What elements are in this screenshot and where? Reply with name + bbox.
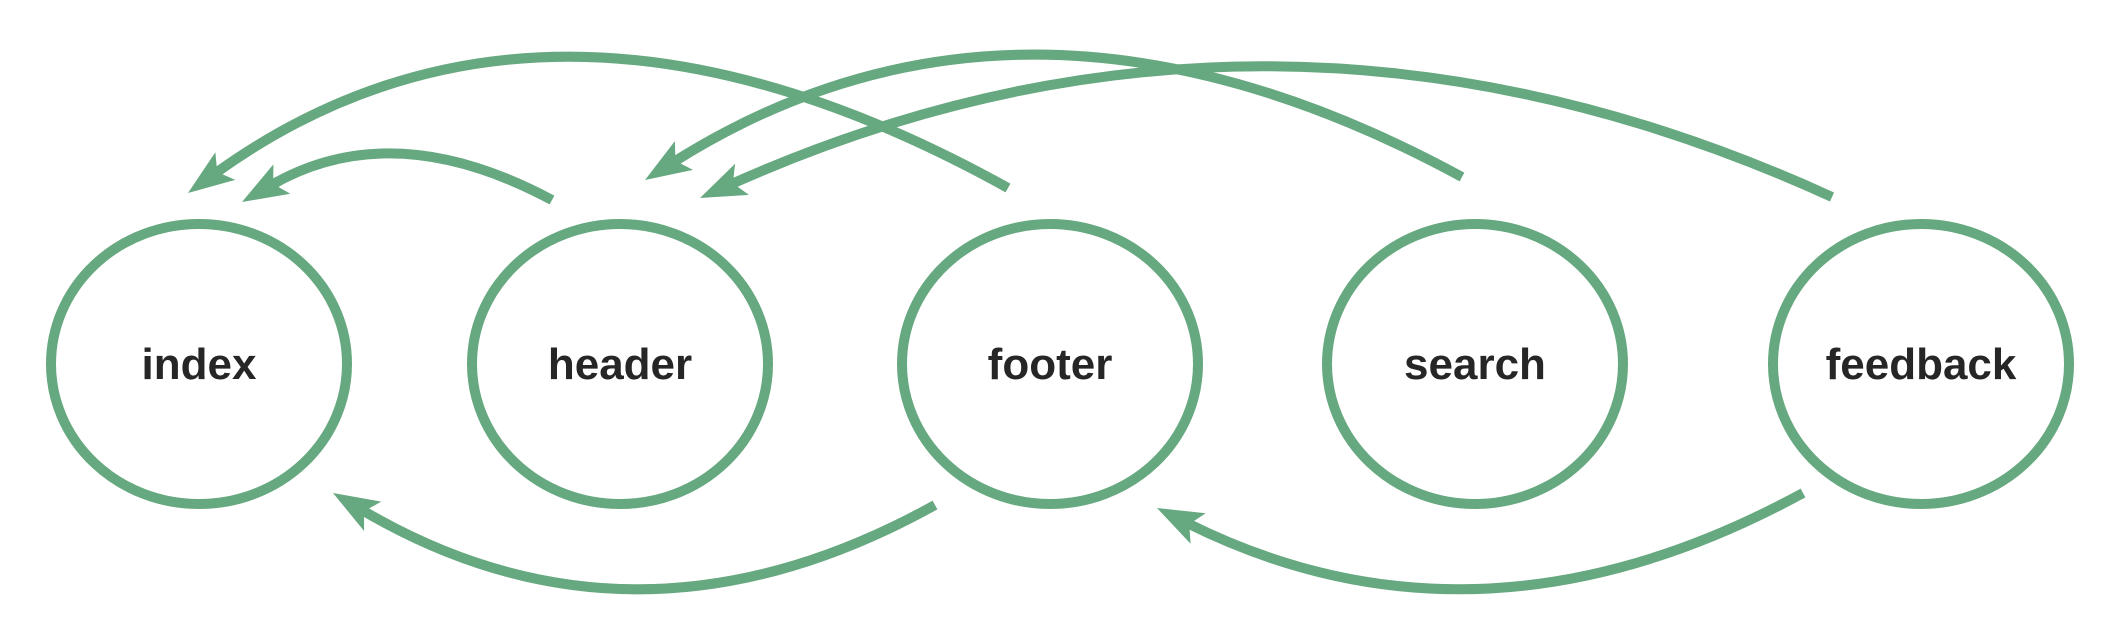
edges-layer xyxy=(188,49,1835,595)
node-label-search: search xyxy=(1404,340,1546,389)
node-circle-search xyxy=(1322,219,1628,509)
arrowhead-edge-footer-to-index-top xyxy=(188,152,236,193)
arrowhead-edge-footer-to-index-bottom xyxy=(333,493,382,531)
edge-search-to-header-top xyxy=(671,49,1465,182)
edge-header-to-index-top xyxy=(269,148,555,205)
nodes-layer: index header footer search feedback xyxy=(46,219,2074,509)
edge-footer-to-index-bottom xyxy=(359,500,938,595)
node-circle-index xyxy=(46,219,352,509)
arrowhead-edge-search-to-header-top xyxy=(645,141,693,180)
node-circle-footer xyxy=(897,219,1203,509)
arrowhead-edge-feedback-to-footer-bottom xyxy=(1157,508,1206,544)
node-label-footer: footer xyxy=(988,340,1113,389)
edge-feedback-to-header-top xyxy=(729,61,1835,202)
node-label-index: index xyxy=(142,340,257,389)
node-circle-header xyxy=(467,219,773,509)
edge-feedback-to-footer-bottom xyxy=(1185,488,1806,595)
node-label-header: header xyxy=(548,340,692,389)
arrowhead-edge-feedback-to-header-top xyxy=(700,163,749,198)
arrowhead-edge-header-to-index-top xyxy=(242,164,291,202)
node-label-feedback: feedback xyxy=(1826,340,2017,389)
node-circle-feedback xyxy=(1768,219,2074,509)
